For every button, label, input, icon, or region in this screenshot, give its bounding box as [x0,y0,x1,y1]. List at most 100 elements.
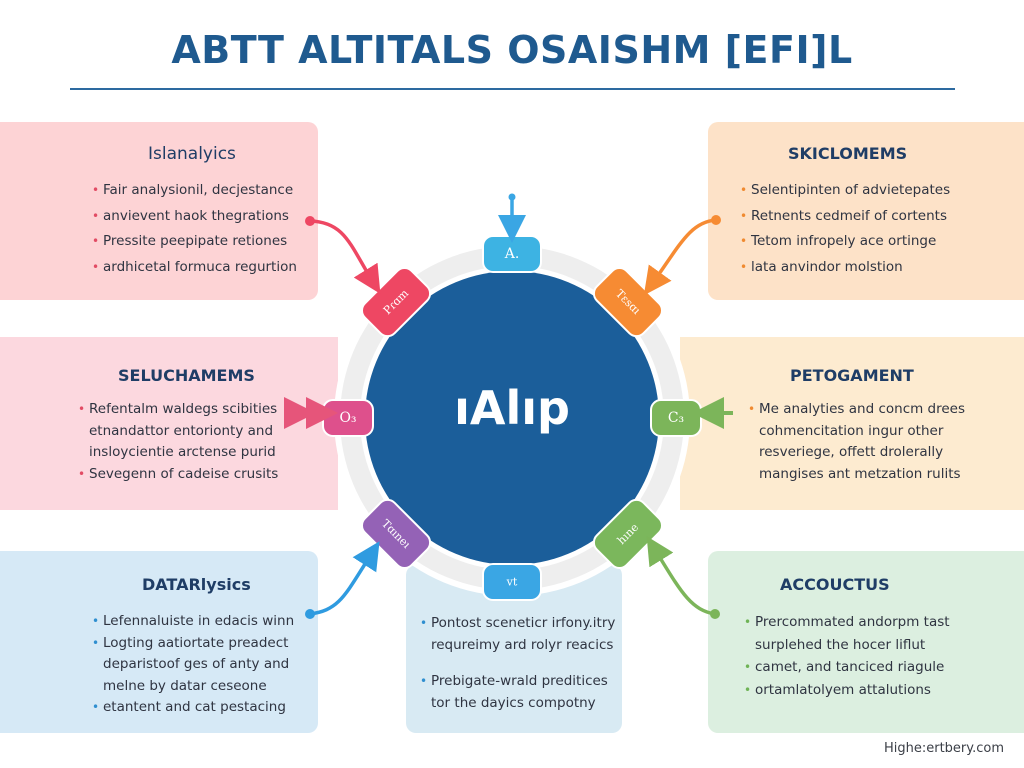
title-divider [70,88,955,90]
bullet-icon: • [78,402,86,416]
bullet-icon: • [740,234,748,248]
list-item: •Pressite peepipate retiones [92,229,297,255]
list-item: •lata anvindor molstion [740,255,950,281]
petal-label-bottom-left: Tɑıneı [379,516,414,551]
list-item-text: Pontost sceneticr irfony.itry [431,615,616,631]
bullet-icon: • [744,682,752,697]
list-item: •Me analyties and concm drees [748,399,965,421]
arrow-top-left [309,219,381,294]
panel-title: DATARlysics [142,575,251,594]
bullet-icon: • [744,615,752,629]
list-item-text: anvievent haok thegrations [103,207,289,224]
arrow-bottom-right [646,536,716,616]
bullet-icon: • [92,259,100,274]
petal-label-bottom-right: hıne [614,520,642,548]
list-item: •Refentalm waldegs scibities [78,399,278,421]
bullet-icon: • [748,402,756,416]
list-item-text: Lefennaluiste in edacis winn [103,613,295,629]
list-item: •Prebigate-wrald preditices [420,671,615,693]
list-item-text: insloycientie arctense purid [89,444,276,460]
bullet-list: •Lefennaluiste in edacis winn•Logting aa… [92,611,294,719]
petal-label-left: O₃ [339,410,357,426]
list-item: etnandattor entorionty and [78,421,278,443]
arrow-bottom-left [309,541,380,616]
petal-label-top-left: Pɾɑm [380,286,412,318]
list-item: mangises ant metzation rulits [748,464,965,486]
watermark: Highe:ertbery.com [883,741,1004,756]
panel-top-left: Islanalyics •Fair analysionil, decjestan… [0,122,318,300]
list-item: •Lefennaluiste in edacis winn [92,611,294,633]
list-item-text: Me analyties and concm drees [759,401,966,417]
petal-label-top: A. [504,246,520,262]
list-item-text: camet, and tanciced riagule [755,659,945,675]
panel-title: SKICLOMEMS [788,144,908,163]
list-item-text: Sevegenn of cadeise crusits [89,465,279,482]
panel-title: PETOGAMENT [790,366,914,385]
list-item: •Fair analysionil, decjestance [92,178,297,204]
panel-middle-right: PETOGAMENT •Me analyties and concm drees… [680,337,1024,510]
connector-dot-top [508,193,516,201]
panel-top-right: SKICLOMEMS •Selentipinten of advietepate… [708,122,1024,300]
list-item-text: Pressite peepipate retiones [103,233,288,249]
list-item-text: Prercommated andorpm tast [755,614,950,630]
list-item-text: Refentalm waldegs scibities [89,401,278,417]
list-item: •Prercommated andorpm tast [744,611,950,634]
bullet-icon: • [92,234,100,248]
arrow-top-right [643,218,717,296]
bullet-icon: • [420,674,428,688]
panel-title: SELUCHAMEMS [118,366,255,385]
list-item-text: Tetom infropely ace ortinge [751,233,937,249]
list-item-text: etnandattor entorionty and [89,422,274,439]
list-item: •camet, and tanciced riagule [744,656,950,679]
list-item: •ortamlatolyem attalutions [744,679,950,702]
list-item: •Logting aatiortate preadect [92,633,294,655]
list-item-text: ortamlatolyem attalutions [755,681,931,698]
list-item: •Sevegenn of cadeise crusits [78,464,278,486]
petal-label-bottom: vt [506,575,518,589]
list-item: •anvievent haok thegrations [92,204,297,230]
bullet-icon: • [744,660,752,674]
list-item: •ardhicetal formuca regurtion [92,255,297,281]
bullet-icon: • [740,208,748,223]
list-item: •Pontost sceneticr irfony.itry [420,613,615,635]
list-item: insloycientie arctense purid [78,442,278,464]
list-item-text: Fair analysionil, decjestance [103,182,294,198]
list-item-text: tor the dayics compotny [431,694,596,711]
list-item: tor the dayics compotny [420,693,615,715]
bullet-icon: • [92,614,100,628]
list-item: •Tetom infropely ace ortinge [740,229,950,255]
bullet-icon: • [740,259,748,274]
hub-center-label: ıAlıp [454,381,570,435]
list-item: •Retnents cedmeif of cortents [740,204,950,230]
bullet-icon: • [78,466,86,481]
panel-title: ACCOUCTUS [780,575,890,594]
list-item-text: Retnents cedmeif of cortents [751,207,947,224]
list-item-text: surplehed the hocer liflut [755,636,926,653]
list-item: •etantent and cat pestacing [92,697,294,719]
list-item: cohmencitation ingur other [748,421,965,443]
bullet-list: •Selentipinten of advietepates•Retnents … [740,178,950,280]
petal-label-top-right: Tɛsɑı [613,287,643,317]
panel-bottom-left: DATARlysics •Lefennaluiste in edacis win… [0,551,318,733]
list-item-text: requreimy ard rolyr reacics [431,636,614,653]
list-item-text: lata anvindor molstion [751,258,903,275]
list-item: resveriege, offett drolerally [748,442,965,464]
list-item: surplehed the hocer liflut [744,634,950,657]
bullet-icon: • [92,635,100,650]
list-item-text: resveriege, offett drolerally [759,444,944,460]
bullet-icon: • [92,208,100,223]
list-item-text: etantent and cat pestacing [103,699,286,715]
list-item-text: deparistoof ges of anty and [103,656,290,672]
panel-title: Islanalyics [148,144,236,164]
petal-label-right: C₃ [667,410,685,426]
list-item: requreimy ard rolyr reacics [420,635,615,657]
list-item-text: cohmencitation ingur other [759,422,944,439]
bullet-icon: • [92,700,100,714]
list-item: melne by datar ceseone [92,676,294,698]
list-item-text: ardhicetal formuca regurtion [103,258,297,275]
